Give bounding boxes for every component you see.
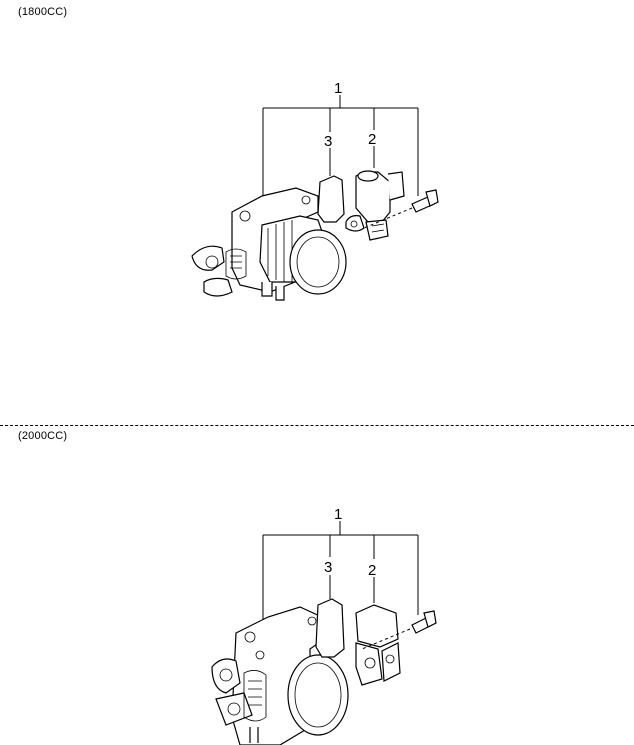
variant-label-2000cc: (2000CC) [18, 430, 68, 442]
throttle-body [191, 187, 347, 301]
callout-2: 2 [368, 562, 376, 579]
bolt [361, 610, 437, 650]
section-divider [0, 425, 634, 426]
callout-tree [262, 95, 419, 196]
bolt [363, 189, 439, 229]
throttle-body-diagram-2000cc: 1 3 2 [211, 506, 437, 745]
tps-sensor [355, 604, 401, 686]
variant-label-1800cc: (1800CC) [18, 6, 68, 18]
gasket [317, 175, 345, 223]
callout-3: 3 [324, 133, 332, 150]
callout-1: 1 [334, 80, 342, 97]
tps-sensor [345, 170, 405, 241]
callout-2: 2 [368, 131, 376, 148]
throttle-body [211, 606, 349, 745]
callout-3: 3 [324, 559, 332, 576]
callout-tree [262, 521, 419, 621]
callout-1: 1 [334, 506, 342, 523]
gasket [315, 598, 345, 658]
throttle-body-diagram-1800cc: 1 3 2 [191, 80, 439, 301]
